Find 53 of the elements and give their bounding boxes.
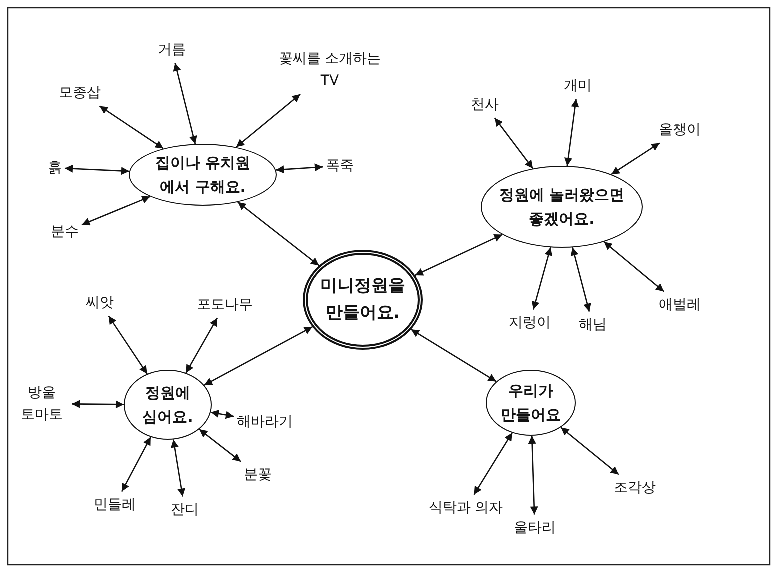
double-arrow [276, 164, 324, 174]
node-label: 조각상 [611, 474, 659, 502]
double-arrow [82, 196, 151, 226]
node-label: 해님 [576, 312, 610, 338]
node-label: 해바라기 [234, 408, 296, 436]
node-label: 식탁과 의자 [426, 494, 506, 522]
double-arrow [64, 164, 130, 176]
double-arrow [173, 63, 198, 144]
double-arrow [570, 247, 592, 312]
double-arrow [415, 234, 503, 276]
node-label: 분수 [48, 218, 82, 246]
double-arrow [72, 400, 124, 409]
node-label: 흙 [45, 154, 65, 182]
node-label: 방울 토마토 [12, 380, 72, 428]
node-label: 꽃씨를 소개하는 TV [275, 46, 385, 94]
double-arrow [99, 106, 164, 150]
double-arrow [210, 410, 234, 420]
double-arrow [494, 118, 534, 170]
node-label: 올챙이 [656, 116, 704, 144]
double-arrow [199, 428, 242, 462]
node-label: 개미 [561, 72, 595, 100]
double-arrow [560, 427, 620, 476]
node-label: 울타리 [511, 514, 559, 542]
subtopic-ellipse: 정원에 심어요. [124, 370, 212, 440]
double-arrow [236, 94, 301, 148]
double-arrow [238, 202, 320, 266]
node-label: 지렁이 [506, 310, 554, 336]
double-arrow [410, 329, 497, 382]
subtopic-ellipse: 정원에 놀러왔으면 좋겠어요. [481, 166, 643, 248]
subtopic-ellipse: 우리가 만들어요 [486, 370, 576, 436]
node-label: 천사 [468, 92, 502, 118]
double-arrow [121, 437, 152, 492]
node-label: 씨앗 [83, 290, 117, 316]
double-arrow [611, 142, 660, 176]
double-arrow [604, 242, 665, 292]
double-arrow [186, 318, 218, 374]
double-arrow [204, 326, 313, 386]
double-arrow [564, 99, 580, 166]
double-arrow [170, 440, 186, 497]
node-label: 애벌레 [656, 292, 704, 318]
node-label: 폭죽 [323, 152, 357, 180]
double-arrow [108, 316, 148, 374]
node-label: 잔디 [168, 496, 202, 524]
main-topic-ellipse: 미니정원을 만들어요. [303, 250, 423, 350]
double-arrow [532, 247, 553, 310]
node-label: 분꽃 [241, 462, 275, 488]
subtopic-ellipse: 집이나 유치원 에서 구해요. [129, 144, 277, 206]
node-label: 포도나무 [194, 292, 256, 318]
double-arrow [474, 432, 513, 496]
node-label: 모종삽 [56, 80, 104, 106]
node-label: 민들레 [91, 492, 139, 518]
double-arrow [528, 436, 538, 515]
node-label: 거름 [155, 36, 189, 64]
